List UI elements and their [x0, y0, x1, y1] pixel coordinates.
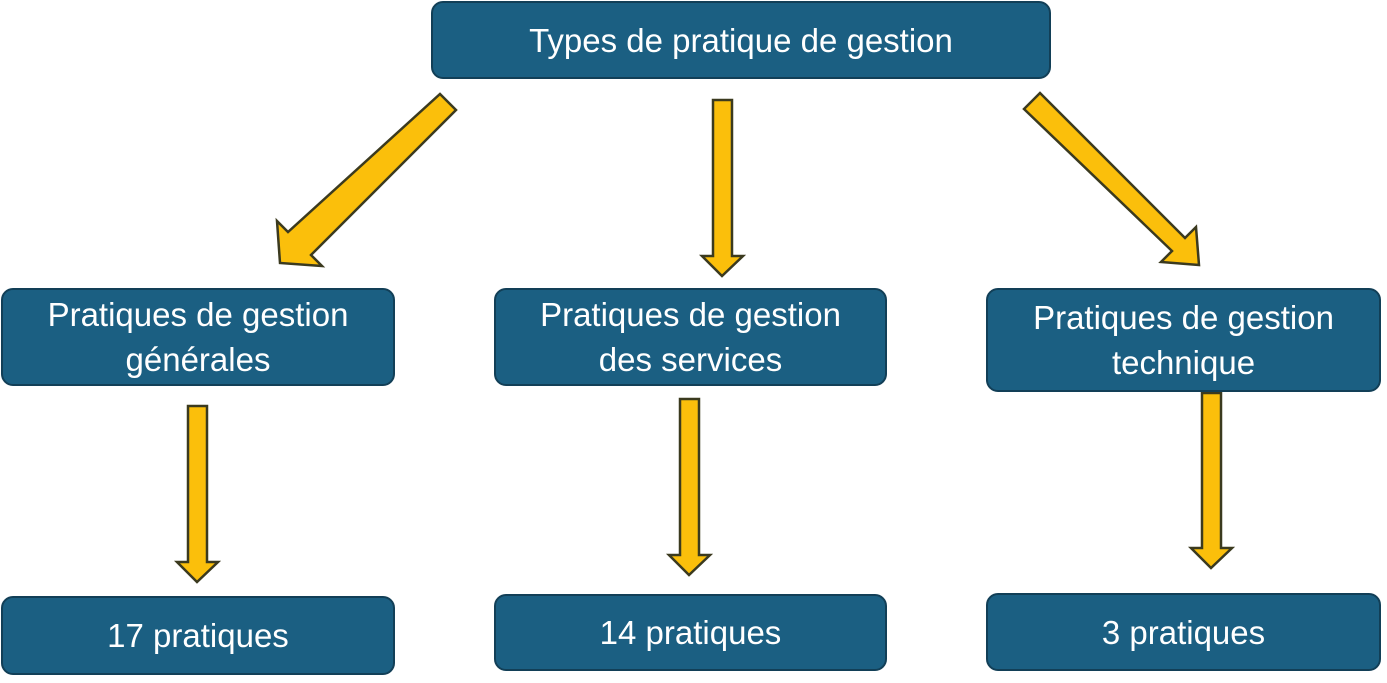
category-label-line1: Pratiques de gestion [540, 296, 841, 333]
root-node: Types de pratique de gestion [431, 1, 1051, 79]
arrow-general-to-count [173, 404, 222, 584]
count-label: 17 pratiques [107, 617, 289, 654]
count-label: 14 pratiques [599, 614, 782, 651]
category-label-line2: des services [598, 341, 783, 378]
arrow-root-to-services [698, 98, 747, 278]
arrow-services-to-count [665, 397, 714, 577]
category-node-general: Pratiques de gestion générales [1, 288, 395, 386]
count-node-services: 14 pratiques [494, 594, 887, 671]
category-node-technical: Pratiques de gestion technique [986, 288, 1381, 392]
category-label-line1: Pratiques de gestion [47, 296, 349, 333]
arrow-root-to-general [275, 92, 458, 268]
category-label-line1: Pratiques de gestion [1033, 299, 1334, 336]
category-label-line2: générales [125, 341, 271, 378]
category-label-line2: technique [1111, 344, 1256, 381]
category-node-services: Pratiques de gestion des services [494, 288, 887, 386]
arrow-technical-to-count [1187, 391, 1236, 570]
count-node-general: 17 pratiques [1, 596, 395, 675]
count-label: 3 pratiques [1101, 613, 1266, 651]
arrow-root-to-technical [1022, 91, 1201, 267]
count-node-technical: 3 pratiques [986, 593, 1381, 671]
root-node-label: Types de pratique de gestion [529, 21, 953, 59]
